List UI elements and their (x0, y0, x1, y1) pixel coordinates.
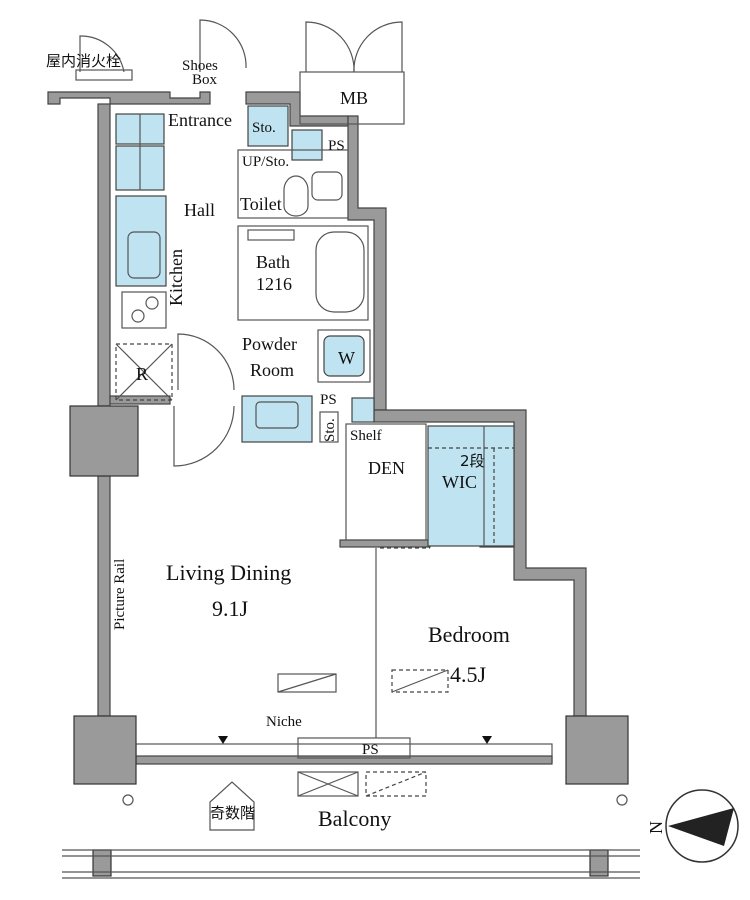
shoes-box-label-2: Box (192, 72, 218, 88)
balcony-area (62, 737, 640, 879)
niche-label: Niche (266, 714, 302, 730)
storage-entrance-label: Sto. (252, 120, 276, 136)
balcony-label: Balcony (318, 806, 391, 831)
storage-mid-label: Sto. (322, 418, 338, 442)
wic-shelf-label: 2段 (460, 452, 485, 470)
bath-size-label: 1216 (256, 274, 292, 294)
fridge-label: R (136, 364, 148, 384)
bath-label: Bath (256, 252, 290, 272)
compass (665, 789, 739, 863)
ps-mid-label: PS (320, 392, 337, 408)
living-dining-label: Living Dining (166, 560, 291, 585)
entrance-label: Entrance (168, 110, 232, 130)
ps-top-label: PS (328, 138, 345, 154)
bedroom-label: Bedroom (428, 622, 510, 647)
ps-bottom-label: PS (362, 742, 379, 758)
powder-label-2: Room (250, 360, 294, 380)
living-dining-size: 9.1J (212, 596, 249, 621)
top-doors (75, 19, 405, 125)
washer-label: W (338, 348, 355, 368)
shelf-label: Shelf (350, 428, 382, 444)
window-marker-left (218, 736, 228, 744)
hydrant-label: 屋内消火栓 (46, 52, 121, 70)
kitchen-label: Kitchen (166, 249, 186, 306)
shoes-box-label-1: Shoes (182, 58, 218, 74)
window-marker-right (482, 736, 492, 744)
bedroom-size: 4.5J (450, 662, 487, 687)
mb-label: MB (340, 88, 368, 108)
hall-label: Hall (184, 200, 215, 220)
den-label: DEN (368, 458, 405, 478)
north-label: N (646, 821, 666, 834)
picture-rail-label: Picture Rail (112, 559, 128, 630)
fixtures (115, 105, 515, 738)
powder-label-1: Powder (242, 334, 297, 354)
toilet-label: Toilet (240, 194, 282, 214)
up-storage-label: UP/Sto. (242, 154, 289, 170)
wic-label: WIC (442, 472, 477, 492)
stairs-label: 奇数階 (210, 804, 255, 822)
